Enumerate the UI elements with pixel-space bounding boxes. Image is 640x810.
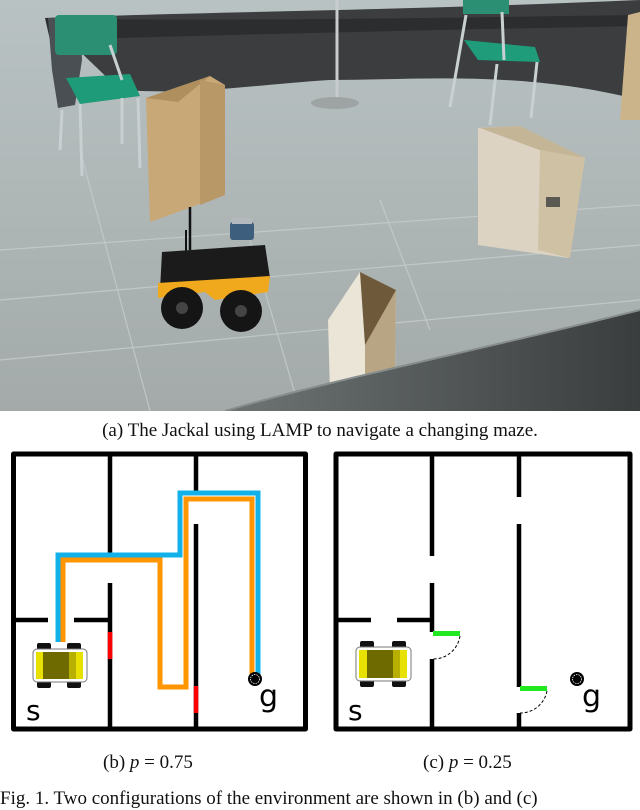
- subcaption-b-value: = 0.75: [139, 752, 193, 773]
- cardboard-box-left: [146, 76, 225, 222]
- subcaption-b-symbol: p: [129, 752, 140, 773]
- caption-a: (a) The Jackal using LAMP to navigate a …: [102, 420, 538, 441]
- subcaption-c: (c) p = 0.25: [423, 752, 512, 774]
- closed-door-2: [193, 686, 199, 713]
- chair-left: [55, 15, 142, 177]
- robot-icon-c: [355, 641, 412, 687]
- start-label-c: s: [348, 694, 363, 727]
- start-label-b: s: [26, 694, 41, 727]
- goal-label-b: g: [259, 679, 278, 714]
- jackal-robot: [158, 207, 270, 332]
- blue-path: [55, 490, 261, 676]
- maze-b-diagram: s g: [8, 448, 310, 739]
- chair-right: [448, 0, 540, 126]
- cardboard-box-right: [478, 126, 585, 258]
- goal-label-c: g: [582, 679, 601, 714]
- subcaption-c-symbol: p: [448, 752, 459, 773]
- goal-marker-b: [248, 672, 262, 686]
- subcaption-b: (b) p = 0.75: [103, 752, 193, 774]
- cardboard-box-front: [328, 272, 396, 392]
- robot-icon-b: [32, 643, 88, 688]
- goal-marker-c: [570, 672, 584, 686]
- jackal-photo: [0, 0, 640, 411]
- subcaption-b-prefix: (b): [103, 752, 130, 773]
- maze-c-diagram: s g: [330, 448, 636, 739]
- subcaption-c-value: = 0.25: [458, 752, 512, 773]
- figure-caption-partial: Fig. 1. Two configurations of the enviro…: [0, 788, 538, 809]
- maze-interior-walls: [337, 454, 522, 729]
- closed-door-1: [107, 632, 113, 659]
- open-door-1: [433, 631, 460, 636]
- orange-path: [60, 496, 255, 690]
- open-door-2: [520, 686, 547, 691]
- subcaption-c-prefix: (c): [423, 752, 449, 773]
